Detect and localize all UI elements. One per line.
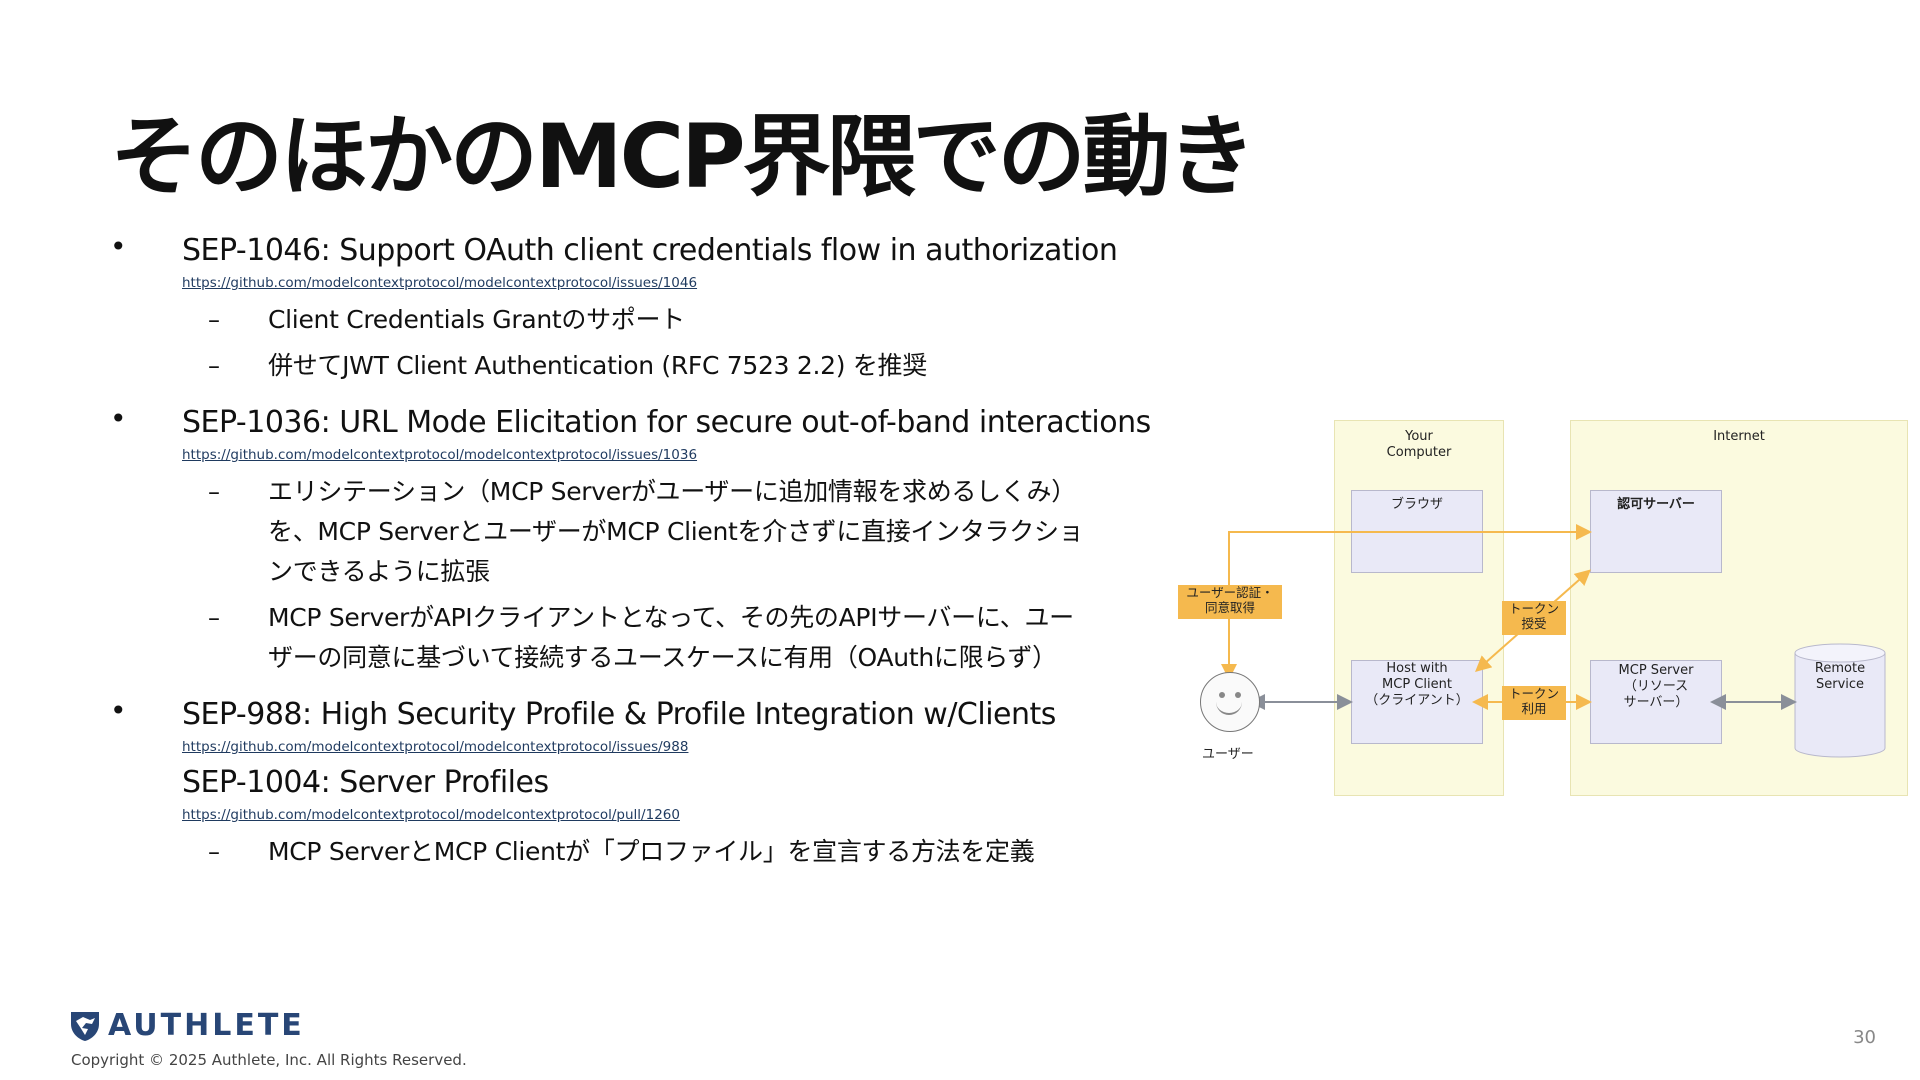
bullet-marker: •	[110, 230, 127, 263]
mcp-server-box: MCP Server （リソース サーバー）	[1590, 660, 1722, 744]
bullet-item: • SEP-1046: Support OAuth client credent…	[110, 230, 1120, 386]
sub-bullet-marker: –	[208, 352, 220, 380]
architecture-diagram: Your Computer Internet ブラウザ 認可サーバー Host …	[1170, 410, 1920, 810]
bullet-marker: •	[110, 402, 127, 435]
consent-tag: ユーザー認証・ 同意取得	[1178, 585, 1282, 619]
issue-link[interactable]: https://github.com/modelcontextprotocol/…	[182, 739, 689, 755]
consent-arrow	[1221, 524, 1592, 680]
sub-bullet-marker: –	[208, 604, 220, 632]
authlete-logo: AUTHLETE	[68, 1008, 305, 1043]
sub-bullet-item: – MCP ServerがAPIクライアントとなって、その先のAPIサーバーに、…	[110, 598, 1088, 678]
sub-bullet-item: – MCP ServerとMCP Clientが「プロファイル」を宣言する方法を…	[110, 832, 1120, 872]
bullet-item: • SEP-1036: URL Mode Elicitation for sec…	[110, 402, 1151, 678]
sub-bullet-text: Client Credentials Grantのサポート	[268, 305, 685, 334]
pull-request-link[interactable]: https://github.com/modelcontextprotocol/…	[182, 807, 680, 823]
bullet-title: SEP-1046: Support OAuth client credentia…	[182, 233, 1118, 268]
remote-service-label: Remote Service	[1814, 661, 1866, 692]
auth-server-box: 認可サーバー	[1590, 490, 1722, 573]
user-smiley-icon	[1200, 672, 1260, 732]
slide-title: そのほかのMCP界隈での動き	[110, 105, 1256, 208]
copyright-text: Copyright © 2025 Authlete, Inc. All Righ…	[71, 1051, 467, 1069]
zone-computer-label: Your Computer	[1386, 429, 1452, 460]
bullet-title-secondary: SEP-1004: Server Profiles	[182, 765, 549, 800]
issue-link[interactable]: https://github.com/modelcontextprotocol/…	[182, 275, 698, 291]
bullet-title: SEP-988: High Security Profile & Profile…	[182, 697, 1056, 732]
sub-bullet-item: – 併せてJWT Client Authentication (RFC 7523…	[110, 346, 1120, 386]
sub-bullet-text: MCP ServerがAPIクライアントとなって、その先のAPIサーバーに、ユー…	[268, 603, 1074, 672]
token-use-tag: トークン 利用	[1502, 686, 1566, 720]
sub-bullet-item: – エリシテーション（MCP Serverがユーザーに追加情報を求めるしくみ）を…	[110, 472, 1088, 592]
zone-internet-label: Internet	[1713, 429, 1765, 444]
bullet-marker: •	[110, 694, 127, 727]
remote-service-cylinder	[1794, 643, 1886, 758]
logo-text: AUTHLETE	[108, 1008, 305, 1043]
auth-server-label: 認可サーバー	[1617, 497, 1695, 512]
issue-link[interactable]: https://github.com/modelcontextprotocol/…	[182, 447, 698, 463]
diagram-connectors	[1221, 524, 1886, 758]
browser-label: ブラウザ	[1390, 497, 1443, 512]
bullet-item: • SEP-988: High Security Profile & Profi…	[110, 694, 1120, 872]
page-number: 30	[1853, 1027, 1876, 1048]
user-label: ユーザー	[1202, 747, 1254, 762]
sub-bullet-marker: –	[208, 306, 220, 334]
sub-bullet-marker: –	[208, 838, 220, 866]
sub-bullet-text: MCP ServerとMCP Clientが「プロファイル」を宣言する方法を定義	[268, 837, 1035, 866]
token-grant-tag: トークン 授受	[1502, 601, 1566, 635]
bullet-title: SEP-1036: URL Mode Elicitation for secur…	[182, 405, 1151, 440]
sub-bullet-item: – Client Credentials Grantのサポート	[110, 300, 1120, 340]
bullet-list: • SEP-1046: Support OAuth client credent…	[110, 230, 1151, 878]
sub-bullet-marker: –	[208, 478, 220, 506]
sub-bullet-text: エリシテーション（MCP Serverがユーザーに追加情報を求めるしくみ）を、M…	[268, 477, 1084, 586]
sub-bullet-text: 併せてJWT Client Authentication (RFC 7523 2…	[268, 351, 927, 380]
mcp-server-label: MCP Server （リソース サーバー）	[1618, 663, 1694, 710]
authlete-shield-icon	[71, 1011, 99, 1041]
